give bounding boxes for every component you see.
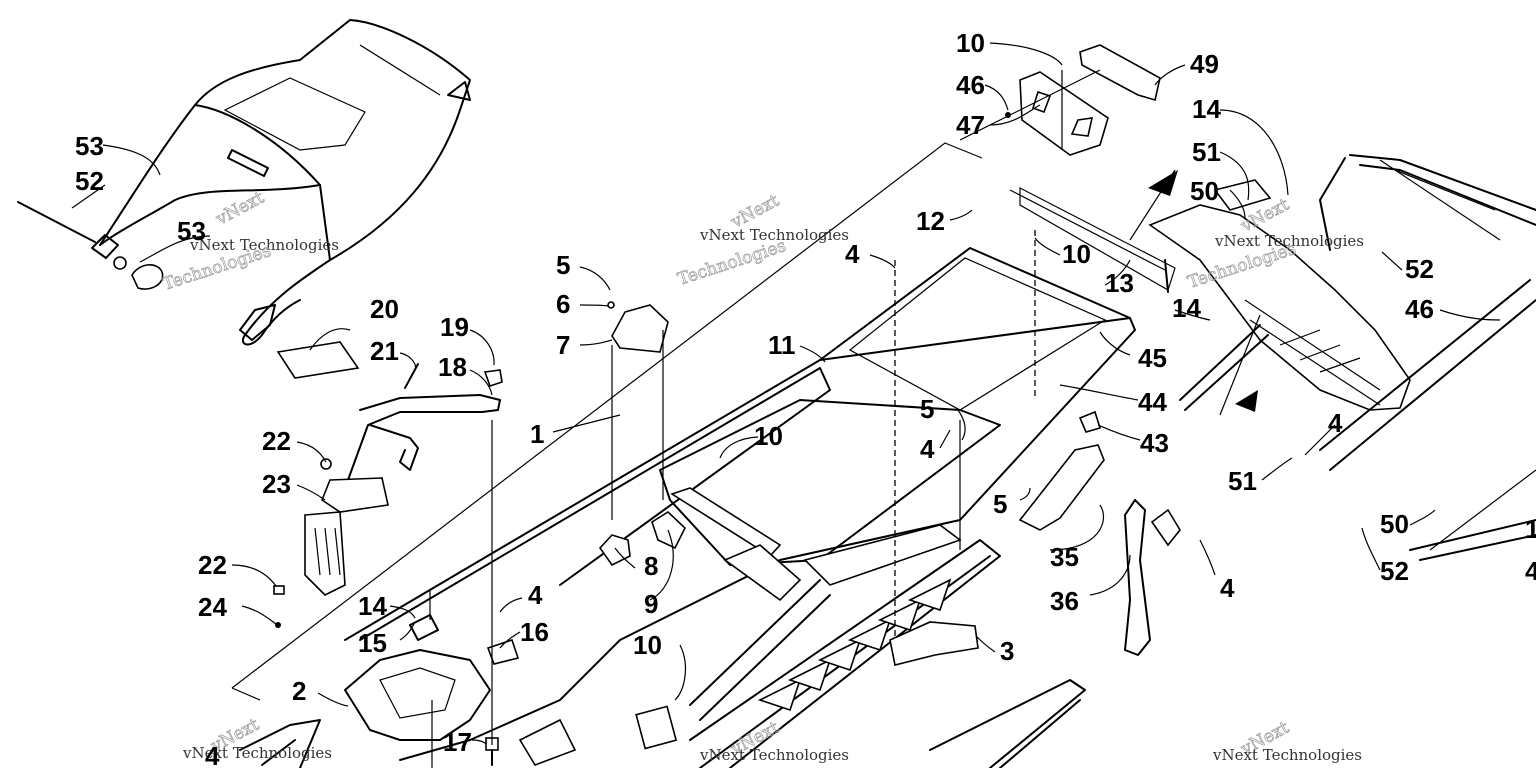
callout-39: 45 — [1138, 343, 1167, 373]
callout-36: 36 — [1050, 586, 1079, 616]
callout-22: 22 — [262, 426, 291, 456]
callout-21: 21 — [370, 336, 399, 366]
watermark-text: vNext Technologies — [699, 746, 849, 764]
callout-19: 19 — [440, 312, 469, 342]
callout-12: 12 — [916, 206, 945, 236]
callout-4c: 4 — [920, 434, 935, 464]
callout-14b: 14 — [1172, 293, 1201, 323]
callout-11: 11 — [768, 330, 796, 360]
watermark-text: vNext Technologies — [699, 226, 849, 244]
callout-2: 2 — [292, 676, 306, 706]
callout-9: 9 — [644, 589, 658, 619]
direction-arrow — [1235, 390, 1258, 412]
track-drawing — [689, 539, 1086, 768]
tunnel-body-drawing — [344, 187, 1176, 761]
callout-46: 46 — [1405, 294, 1434, 324]
callout-4e: 4 — [528, 580, 543, 610]
watermark-text: Technologies — [675, 236, 788, 290]
callout-24: 24 — [198, 592, 227, 622]
callout-51: 53 — [75, 131, 104, 161]
callout-14: 14 — [1192, 94, 1221, 124]
taillight-housing-drawing — [1148, 179, 1411, 411]
bottom-left-part — [239, 719, 321, 768]
callout-10d: 10 — [633, 630, 662, 660]
seat-drawing — [91, 19, 471, 346]
callout-17: 17 — [443, 727, 472, 757]
direction-line — [1394, 169, 1496, 211]
part-3-bracket — [889, 621, 979, 666]
callout-10b: 10 — [1062, 239, 1091, 269]
part-7-bracket — [611, 304, 669, 353]
callout-20: 20 — [370, 294, 399, 324]
callout-35: 35 — [1050, 542, 1079, 572]
watermark-text: vNext — [212, 188, 267, 230]
direction-line — [1219, 314, 1261, 416]
watermark: vNext vNext Technologies Technologies vN… — [160, 187, 1364, 764]
callout-37: 43 — [1140, 428, 1169, 458]
callout-5c: 5 — [993, 489, 1007, 519]
callout-4f: 4 — [205, 741, 220, 768]
watermark-text: vNext Technologies — [1214, 232, 1364, 250]
callout-42: 49 — [1190, 49, 1219, 79]
callout-52: 52 — [75, 166, 104, 196]
tunnel-outline — [231, 142, 983, 701]
callout-22b: 22 — [198, 550, 227, 580]
callout-labels: 53 52 53 20 21 19 18 22 23 22 24 1 5 6 7… — [75, 28, 1536, 768]
callout-1: 1 — [530, 419, 544, 449]
callout-5: 5 — [556, 250, 570, 280]
callout-right-1: 1 — [1525, 514, 1536, 544]
callout-40: 46 — [956, 70, 985, 100]
callout-8: 8 — [644, 551, 658, 581]
callout-10: 10 — [754, 421, 783, 451]
rear-bumper-drawing — [1179, 154, 1536, 561]
callout-18: 18 — [438, 352, 467, 382]
bracket-18-drawing — [273, 363, 503, 628]
callout-38: 44 — [1138, 387, 1167, 417]
watermark-text: vNext Technologies — [189, 236, 339, 254]
alignment-lines — [429, 70, 1063, 768]
callout-14c: 14 — [358, 591, 387, 621]
direction-arrow — [1148, 170, 1178, 196]
callout-47: 50 — [1380, 509, 1409, 539]
callout-4b: 4 — [1328, 408, 1343, 438]
callout-4d: 4 — [1220, 573, 1235, 603]
callout-13: 13 — [1105, 268, 1134, 298]
part-20-plate — [276, 341, 360, 379]
callout-43: 50 — [1190, 176, 1219, 206]
callout-53: 53 — [177, 216, 206, 246]
callout-16: 16 — [520, 617, 549, 647]
callout-49: 51 — [1228, 466, 1257, 496]
callout-3: 3 — [1000, 636, 1014, 666]
callout-6: 6 — [556, 289, 570, 319]
callout-15: 15 — [358, 628, 387, 658]
callout-right-4: 4 — [1525, 556, 1536, 586]
watermark-text: vNext Technologies — [1212, 746, 1362, 764]
direction-line — [1129, 169, 1176, 241]
callout-45: 52 — [1405, 254, 1434, 284]
callout-23: 23 — [262, 469, 291, 499]
callout-50: 52 — [1380, 556, 1409, 586]
callout-7: 7 — [556, 330, 570, 360]
callout-10c: 10 — [956, 28, 985, 58]
callout-4: 4 — [845, 239, 860, 269]
part-37-clip — [1078, 410, 1102, 433]
seat-fastener-drawing — [17, 201, 164, 290]
watermark-text: vNext Technologies — [182, 744, 332, 762]
part-2-bracket — [344, 614, 577, 766]
part-6-nut — [607, 301, 615, 309]
bumper-block-drawing — [1005, 44, 1161, 156]
side-rail-drawing — [1018, 444, 1181, 656]
callout-5b: 5 — [920, 394, 934, 424]
callout-44: 51 — [1192, 137, 1221, 167]
callout-41: 47 — [956, 110, 985, 140]
direction-line — [1379, 159, 1501, 241]
leader-lines — [71, 42, 1501, 745]
